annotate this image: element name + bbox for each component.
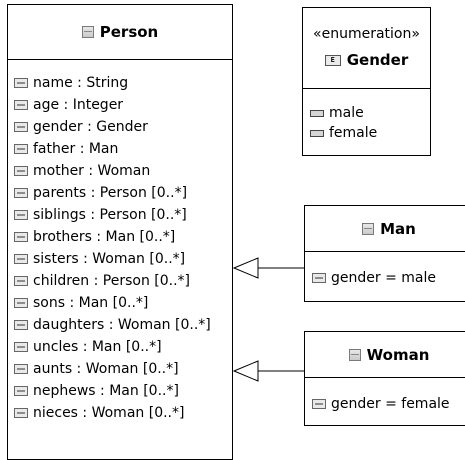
attribute-label: father : Man <box>33 141 119 157</box>
gender-literal-list: male female <box>310 103 377 143</box>
attribute-row[interactable]: daughters : Woman [0..*] <box>14 314 211 336</box>
attribute-label: daughters : Woman [0..*] <box>33 317 211 333</box>
attribute-row[interactable]: mother : Woman <box>14 160 211 182</box>
attribute-row[interactable]: brothers : Man [0..*] <box>14 226 211 248</box>
attribute-icon <box>14 210 28 220</box>
attribute-row[interactable]: aunts : Woman [0..*] <box>14 358 211 380</box>
generalization-arrowhead <box>232 360 259 382</box>
man-compartment-divider <box>305 251 465 252</box>
person-class[interactable]: Person name : String age : Integer gender … <box>7 4 233 460</box>
attribute-icon <box>14 166 28 176</box>
attribute-icon <box>14 100 28 110</box>
attribute-icon <box>14 408 28 418</box>
woman-class[interactable]: Woman gender = female <box>304 331 465 426</box>
woman-generalization[interactable] <box>232 360 304 382</box>
literal-label: male <box>329 105 364 121</box>
attribute-label: parents : Person [0..*] <box>33 185 188 201</box>
person-class-name: Person <box>99 23 159 41</box>
literal-icon <box>310 129 324 137</box>
attribute-label: children : Person [0..*] <box>33 273 191 289</box>
attribute-row[interactable]: siblings : Person [0..*] <box>14 204 211 226</box>
woman-attribute-list: gender = female <box>312 393 450 415</box>
attribute-label: sons : Man [0..*] <box>33 295 149 311</box>
man-generalization[interactable] <box>232 257 304 279</box>
attribute-row[interactable]: nephews : Man [0..*] <box>14 380 211 402</box>
attribute-row[interactable]: age : Integer <box>14 94 211 116</box>
enum-literal[interactable]: male <box>310 103 377 123</box>
attribute-label: siblings : Person [0..*] <box>33 207 187 223</box>
attribute-label: mother : Woman <box>33 163 151 179</box>
attribute-row[interactable]: sons : Man [0..*] <box>14 292 211 314</box>
attribute-icon <box>14 144 28 154</box>
attribute-icon <box>312 273 326 283</box>
enumeration-stereotype: «enumeration» <box>313 26 420 42</box>
attribute-label: gender = female <box>331 396 450 412</box>
literal-label: female <box>329 125 378 141</box>
attribute-label: nieces : Woman [0..*] <box>33 405 185 421</box>
attribute-label: aunts : Woman [0..*] <box>33 361 179 377</box>
attribute-row[interactable]: gender : Gender <box>14 116 211 138</box>
attribute-label: name : String <box>33 75 129 91</box>
attribute-icon <box>14 78 28 88</box>
attribute-label: age : Integer <box>33 97 124 113</box>
attribute-row[interactable]: children : Person [0..*] <box>14 270 211 292</box>
attribute-icon <box>14 298 28 308</box>
attribute-row[interactable]: nieces : Woman [0..*] <box>14 402 211 424</box>
attribute-row[interactable]: gender = male <box>312 267 436 289</box>
attribute-row[interactable]: name : String <box>14 72 211 94</box>
person-compartment-divider <box>8 59 232 60</box>
generalization-arrowhead <box>232 257 259 279</box>
attribute-row[interactable]: gender = female <box>312 393 450 415</box>
attribute-label: brothers : Man [0..*] <box>33 229 176 245</box>
gender-compartment-divider <box>303 88 430 89</box>
man-attribute-list: gender = male <box>312 267 436 289</box>
attribute-row[interactable]: father : Man <box>14 138 211 160</box>
attribute-icon <box>14 122 28 132</box>
attribute-icon <box>312 399 326 409</box>
attribute-row[interactable]: parents : Person [0..*] <box>14 182 211 204</box>
attribute-row[interactable]: sisters : Woman [0..*] <box>14 248 211 270</box>
attribute-icon <box>14 320 28 330</box>
attribute-icon <box>14 386 28 396</box>
gender-enum-name: Gender <box>346 51 409 69</box>
person-attribute-list: name : String age : Integer gender : Gende… <box>14 72 211 424</box>
class-icon <box>348 349 361 361</box>
man-class[interactable]: Man gender = male <box>304 205 465 302</box>
gender-enumeration[interactable]: «enumeration» E Gender male female <box>302 7 431 156</box>
attribute-icon <box>14 342 28 352</box>
attribute-label: nephews : Man [0..*] <box>33 383 179 399</box>
attribute-icon <box>14 188 28 198</box>
attribute-icon <box>14 276 28 286</box>
literal-icon <box>310 109 324 117</box>
enum-literal[interactable]: female <box>310 123 377 143</box>
class-icon <box>81 26 94 38</box>
attribute-label: sisters : Woman [0..*] <box>33 251 186 267</box>
attribute-label: uncles : Man [0..*] <box>33 339 162 355</box>
attribute-label: gender : Gender <box>33 119 148 135</box>
attribute-row[interactable]: uncles : Man [0..*] <box>14 336 211 358</box>
attribute-icon <box>14 232 28 242</box>
woman-compartment-divider <box>305 377 465 378</box>
attribute-icon <box>14 364 28 374</box>
enumeration-icon: E <box>324 54 341 66</box>
class-icon <box>362 223 375 235</box>
man-class-name: Man <box>380 220 416 238</box>
attribute-icon <box>14 254 28 264</box>
woman-class-name: Woman <box>366 346 430 364</box>
attribute-label: gender = male <box>331 270 436 286</box>
